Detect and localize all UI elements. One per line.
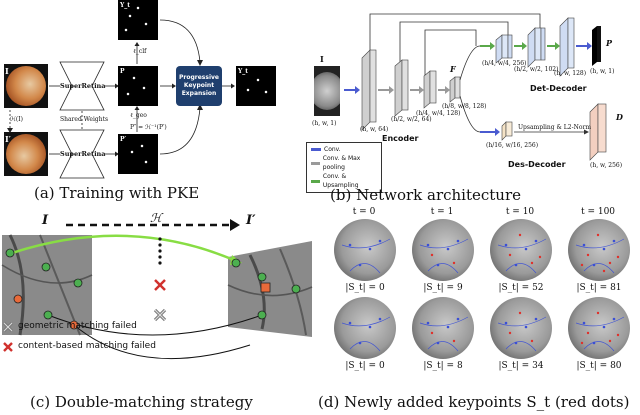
p-prime-map — [118, 134, 158, 174]
legend-geo-text: geometric matching failed — [18, 321, 137, 331]
red-x-icon — [154, 279, 166, 291]
right-image-label: I′ — [246, 213, 256, 228]
input-image-bottom — [4, 132, 48, 176]
green-arrow-icon — [311, 179, 320, 183]
shared-weights-label: Shared Weights — [60, 116, 109, 123]
time-label-2: t = 10 — [505, 207, 535, 217]
det-dim-2: (h, w, 128) — [554, 70, 587, 77]
architecture-legend: Conv. Conv. & Max pooling Conv. & Upsamp… — [306, 142, 382, 193]
det-decoder-label: Det-Decoder — [530, 84, 587, 93]
count-r1-1: |S_t| = 9 — [423, 283, 463, 293]
legend-gray-x-icon — [2, 321, 14, 333]
p-map — [118, 66, 158, 106]
panel-b: I (h, w, 1) (h, w, 64) (h/2, w/2, 64) (h… — [300, 0, 640, 205]
f-label: F — [450, 64, 456, 74]
keypoint-overlay — [341, 233, 625, 352]
p-label-b: P — [606, 38, 613, 48]
count-r1-2: |S_t| = 52 — [498, 283, 544, 293]
net-bottom-label: SuperRetina — [60, 150, 106, 158]
fundus-r2-3 — [568, 297, 630, 359]
transform-label: ℋ(I) — [10, 116, 23, 123]
pke-box: Progressive Keypoint Expansion — [176, 66, 222, 106]
input-label-b: I — [320, 54, 324, 64]
caption-a: (a) Training with PKE — [34, 184, 200, 202]
double-matching-diagram — [1, 219, 313, 360]
input-image-b — [314, 66, 340, 116]
fundus-r1-0 — [334, 219, 396, 281]
panel-a-diagram — [7, 19, 235, 179]
legend-content-text: content-based matching failed — [18, 341, 156, 351]
legend-red-x-icon — [3, 342, 13, 352]
panel-d: t = 0 t = 1 t = 10 t = 100 |S_t| = 0 |S_… — [318, 205, 640, 415]
caption-c: (c) Double-matching strategy — [30, 393, 253, 411]
l-clf-label: ℓ_clf — [133, 48, 147, 55]
fundus-r1-1 — [412, 219, 474, 281]
panel-a: I I′ ℋ(I) — [0, 0, 300, 202]
count-r2-1: |S_t| = 8 — [423, 361, 463, 371]
caption-b: (b) Network architecture — [330, 186, 522, 204]
net-top-label: SuperRetina — [60, 82, 106, 90]
encoder-label: Encoder — [382, 134, 419, 143]
fundus-r2-1 — [412, 297, 474, 359]
time-label-3: t = 100 — [580, 207, 616, 217]
left-image-label: I — [42, 213, 49, 228]
d-dim: (h, w, 256) — [590, 162, 623, 169]
input-image-top — [4, 64, 48, 108]
fundus-r1-2 — [490, 219, 552, 281]
fundus-r2-0 — [334, 297, 396, 359]
count-r2-0: |S_t| = 0 — [345, 361, 385, 371]
enc-dim-0: (h, w, 64) — [360, 126, 389, 133]
gray-x-icon — [153, 308, 167, 322]
panel-c: I I′ ℋ — [0, 205, 315, 415]
h-label: ℋ — [150, 211, 162, 225]
det-dim-0: (h/4, w/4, 256) — [482, 60, 527, 67]
input-top-label: I — [5, 66, 9, 76]
warp-eq-label: P″ = ℋ⁻¹(P′) — [130, 124, 167, 131]
yt-label: Y_t — [120, 2, 131, 9]
yt1-label: Y_t — [238, 68, 249, 75]
yt1-map — [236, 66, 276, 106]
count-r2-3: |S_t| = 80 — [576, 361, 622, 371]
time-label-1: t = 1 — [430, 207, 454, 217]
fundus-r1-3 — [568, 219, 630, 281]
upsampling-label: Upsampling & L2-Norm — [518, 124, 592, 131]
d-label: D — [616, 112, 623, 122]
p-prime-label: P′ — [120, 136, 127, 143]
p-label: P — [120, 68, 125, 75]
enc-dim-3: (h/8, w/8, 128) — [442, 103, 487, 110]
count-r1-3: |S_t| = 81 — [576, 283, 622, 293]
network-diagram — [344, 13, 607, 161]
count-r2-2: |S_t| = 34 — [498, 361, 544, 371]
det-dim-1: (h/2, w/2, 102) — [514, 66, 559, 73]
p-dim-b: (h, w, 1) — [590, 68, 615, 75]
blue-arrow-icon — [311, 148, 321, 151]
count-r1-0: |S_t| = 0 — [345, 283, 385, 293]
caption-d: (d) Newly added keypoints S_t (red dots) — [318, 393, 630, 411]
time-label-0: t = 0 — [352, 207, 376, 217]
legend-conv: Conv. — [311, 145, 377, 154]
input-dim-b: (h, w, 1) — [312, 120, 337, 127]
input-bottom-label: I′ — [5, 134, 11, 144]
fundus-r2-2 — [490, 297, 552, 359]
legend-conv-maxpool: Conv. & Max pooling — [311, 154, 377, 172]
enc-dim-2: (h/4, w/4, 128) — [416, 110, 461, 117]
yt-map — [118, 0, 158, 40]
gray-arrow-icon — [311, 161, 320, 165]
des-dim-small: (h/16, w/16, 256) — [486, 142, 539, 149]
legend-conv-upsampling: Conv. & Upsampling — [311, 172, 377, 190]
des-decoder-label: Des-Decoder — [508, 160, 566, 169]
l-geo-label: ℓ_geo — [130, 112, 147, 119]
enc-dim-1: (h/2, w/2, 64) — [391, 116, 432, 123]
